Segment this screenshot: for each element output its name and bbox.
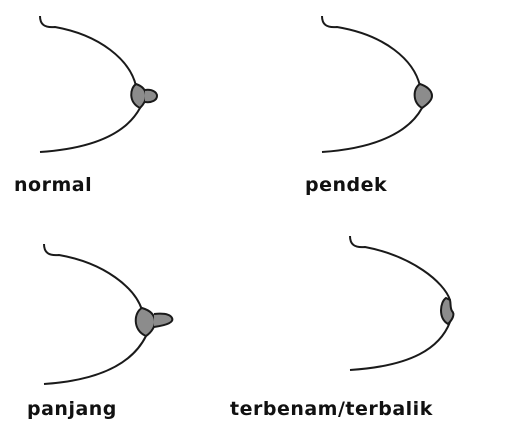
label-pendek: pendek [305,174,387,196]
panel-panjang [44,244,172,384]
label-normal: normal [14,174,92,196]
nipple-normal [145,90,157,102]
panel-pendek [322,16,432,152]
panel-terbenam [350,236,453,370]
panel-normal [40,16,157,152]
areola-pendek [415,84,432,108]
nipple-panjang [154,314,172,327]
breast-outline-panjang [44,244,146,384]
label-panjang: panjang [27,398,117,420]
breast-outline-pendek [322,16,422,152]
breast-outline-normal [40,16,140,152]
label-terbenam: terbenam/terbalik [230,398,433,420]
areola-normal [131,84,146,108]
breast-outline-terbenam [350,236,450,370]
areola-panjang [136,308,155,336]
areola-terbenam [441,298,453,324]
